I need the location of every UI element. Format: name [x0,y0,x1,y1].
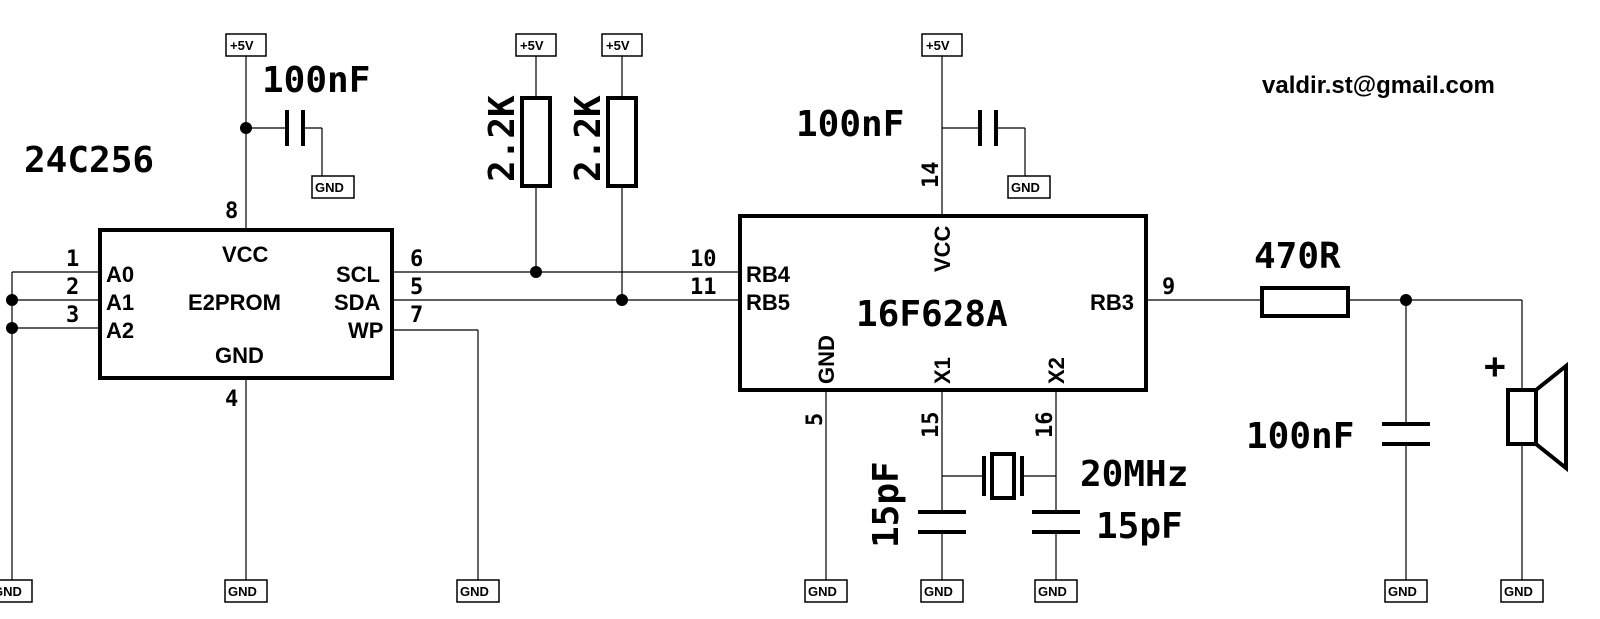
mcu-pin-rb3-number: 9 [1162,275,1175,300]
vcc-symbol-pullup-scl: +5V [515,33,557,57]
eeprom-vcc-label: VCC [222,242,269,267]
eeprom-decoupling-capacitor: 100nF [262,60,370,146]
wires [11,56,1523,580]
gnd-symbol-mcu-cap: GND [1007,175,1051,199]
gnd-symbol-eeprom-cap: GND [311,175,355,199]
gnd-label: GND [1388,584,1417,599]
junction-dots [6,122,1412,334]
gnd-label: GND [315,180,344,195]
load-capacitor-x2: 15pF [1032,506,1183,547]
crystal-oscillator: 20MHz [982,452,1188,500]
vcc-symbol-pullup-sda: +5V [601,33,643,57]
gnd-symbol-x2-cap: GND [1034,579,1078,603]
mcu-cap-value: 100nF [796,104,904,145]
eeprom-pin-a0-name: A0 [106,262,134,287]
eeprom-pin-a0-number: 1 [66,247,79,272]
speaker-polarity: + [1484,346,1506,387]
gnd-label: GND [1038,584,1067,599]
speaker: + [1484,346,1568,473]
gnd-label: GND [1011,180,1040,195]
eeprom-pin-scl-name: SCL [336,262,380,287]
mcu-pin-gnd-number: 5 [803,413,828,426]
eeprom-pin-a1-number: 2 [66,275,79,300]
mcu-pin-rb5-number: 11 [690,275,717,300]
mcu-pin-vcc-number: 14 [919,162,944,189]
load-cap-x1-value: 15pF [866,461,907,548]
eeprom-pin-wp-name: WP [348,318,383,343]
pullup-sda-value: 2.2K [568,95,609,182]
gnd-symbol-eeprom: GND [224,579,268,603]
output-cap-value: 100nF [1246,416,1354,457]
eeprom-pin-sda-number: 5 [410,275,423,300]
gnd-label: GND [1504,584,1533,599]
mcu-part-number: 16F628A [856,294,1008,335]
eeprom-type-label: E2PROM [188,290,281,315]
eeprom-cap-value: 100nF [262,60,370,101]
mcu-pin-x1-number: 15 [919,412,944,439]
author-email: valdir.st@gmail.com [1262,72,1495,99]
load-capacitor-x1: 15pF [866,461,966,548]
output-resistor: 470R [1254,236,1350,318]
mcu-pin-gnd-name: GND [814,335,839,384]
mcu-pin-x2-number: 16 [1033,412,1058,439]
eeprom-part-number: 24C256 [24,140,154,181]
gnd-symbol-wp: GND [456,579,500,603]
eeprom-pin-a2-name: A2 [106,318,134,343]
pullup-scl-value: 2.2K [482,95,523,182]
gnd-symbol-address-pins: GND [0,579,33,603]
gnd-symbol-speaker: GND [1500,579,1544,603]
mcu-pin-vcc-name: VCC [930,225,955,272]
mcu-chip: 16F628A RB4 RB5 RB3 VCC GND X1 X2 10 11 … [690,162,1175,439]
eeprom-pin-a1-name: A1 [106,290,134,315]
gnd-label: GND [808,584,837,599]
eeprom-pin-vcc-number: 8 [225,199,238,224]
gnd-symbol-mcu: GND [804,579,848,603]
gnd-symbol-x1-cap: GND [920,579,964,603]
vcc-symbol-eeprom: +5V [225,33,267,57]
gnd-symbol-output-cap: GND [1384,579,1428,603]
crystal-value: 20MHz [1080,454,1188,495]
gnd-label: GND [460,584,489,599]
mcu-pin-rb4-number: 10 [690,247,717,272]
vcc-label: +5V [520,38,544,53]
load-cap-x2-value: 15pF [1096,506,1183,547]
pullup-resistor-sda: 2.2K [568,95,638,188]
gnd-label: GND [0,584,22,599]
vcc-label: +5V [926,38,950,53]
gnd-label: GND [228,584,257,599]
eeprom-pin-gnd-number: 4 [225,387,238,412]
eeprom-chip: 24C256 E2PROM VCC GND A0 A1 A2 SCL SDA W… [24,140,423,412]
eeprom-gnd-label: GND [215,343,264,368]
output-capacitor: 100nF [1246,416,1430,457]
vcc-label: +5V [230,38,254,53]
eeprom-pin-wp-number: 7 [410,303,423,328]
mcu-pin-rb5-name: RB5 [746,290,790,315]
mcu-pin-rb4-name: RB4 [746,262,791,287]
mcu-pin-rb3-name: RB3 [1090,290,1134,315]
vcc-symbol-mcu: +5V [921,33,963,57]
pullup-resistor-scl: 2.2K [482,95,552,188]
output-resistor-value: 470R [1254,236,1341,277]
vcc-label: +5V [606,38,630,53]
gnd-label: GND [924,584,953,599]
mcu-decoupling-capacitor: 100nF [796,104,998,146]
eeprom-pin-a2-number: 3 [66,303,79,328]
mcu-pin-x1-name: X1 [930,357,955,384]
mcu-pin-x2-name: X2 [1044,357,1069,384]
eeprom-pin-scl-number: 6 [410,247,423,272]
eeprom-pin-sda-name: SDA [334,290,381,315]
